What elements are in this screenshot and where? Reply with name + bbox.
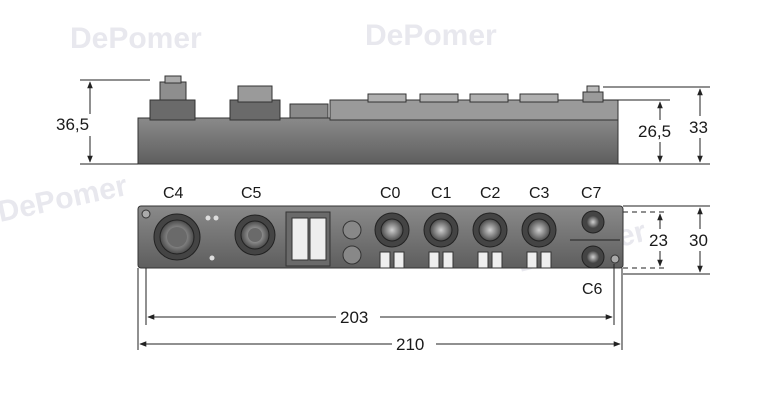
side-housing — [137, 117, 619, 165]
dim-label-bg — [686, 116, 714, 138]
dim-label-bg — [336, 307, 380, 329]
side-bump — [289, 103, 329, 119]
connector-c6 — [581, 245, 605, 269]
port-label-c0: C0 — [380, 185, 401, 202]
connector-c3 — [521, 212, 557, 269]
dim-side-height-body: 26,5 — [638, 122, 671, 141]
side-connector-c5 — [229, 85, 281, 121]
watermark-text: DePomer — [0, 169, 131, 229]
port-label-c2: C2 — [480, 185, 501, 202]
dim-label-bg — [637, 120, 677, 142]
dim-label-bg — [686, 229, 716, 251]
dim-label-bg — [55, 114, 95, 136]
connector-c1 — [423, 212, 459, 269]
dim-side-height-max: 33 — [689, 118, 708, 137]
watermark-text: DePomer — [365, 19, 497, 52]
port-label-c1: C1 — [431, 185, 452, 202]
connector-c2 — [472, 212, 508, 269]
address-switch-block — [285, 211, 362, 267]
port-label-c5: C5 — [241, 185, 262, 202]
led-icon — [213, 215, 219, 221]
dim-front-height-total: 30 — [689, 231, 708, 250]
side-view — [137, 75, 619, 165]
side-connector-c4 — [149, 75, 196, 121]
dim-side-height-total: 36,5 — [56, 115, 89, 134]
side-dimensions — [80, 79, 710, 165]
led-icon — [205, 215, 211, 221]
watermark-text: DePomer — [70, 22, 202, 55]
connector-c4 — [153, 213, 201, 261]
port-label-c7: C7 — [581, 185, 602, 202]
mount-hole-icon — [610, 254, 620, 264]
side-connectors-io — [367, 93, 559, 103]
connector-c5 — [234, 214, 276, 256]
front-view — [137, 205, 624, 269]
connector-c7 — [581, 210, 605, 234]
dim-label-bg — [392, 334, 436, 356]
dim-front-height-inner: 23 — [649, 231, 668, 250]
port-label-c4: C4 — [163, 185, 184, 202]
port-label-c3: C3 — [529, 185, 550, 202]
port-label-c6: C6 — [582, 281, 603, 298]
mount-hole-icon — [141, 209, 151, 219]
side-connector-c7 — [582, 85, 604, 103]
side-top-section — [329, 99, 619, 121]
dim-label-bg — [642, 229, 676, 251]
led-icon — [209, 255, 215, 261]
dim-width-inner: 203 — [340, 308, 368, 327]
connector-c0 — [374, 212, 410, 269]
dim-width-total: 210 — [396, 335, 424, 354]
